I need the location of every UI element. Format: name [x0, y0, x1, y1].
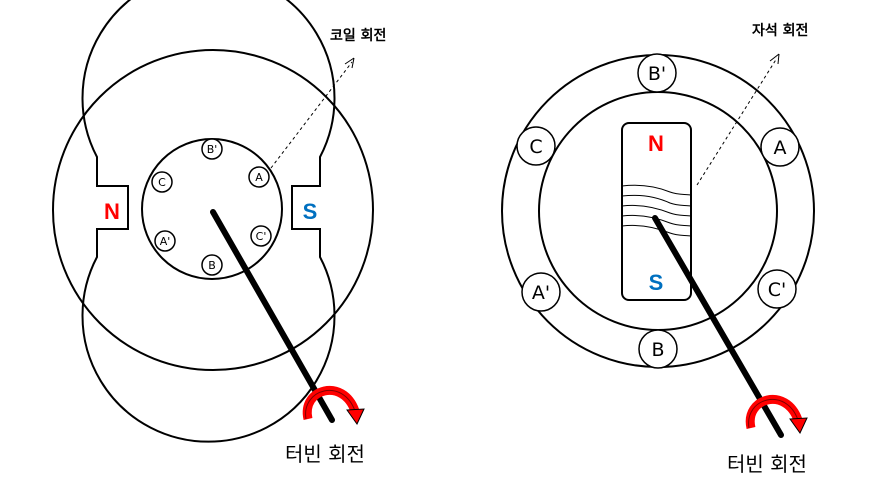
- coil-label: A': [532, 282, 550, 304]
- rotation-arrow-icon: [745, 395, 808, 434]
- turbine-shaft: [210, 209, 335, 423]
- coil-marker: [154, 230, 176, 252]
- coil-b-prime: B': [637, 53, 677, 93]
- coil-marker: [638, 329, 678, 369]
- coil-a-prime: A': [521, 272, 561, 312]
- turbine-rotation-label: 터빈 회전: [285, 442, 365, 466]
- coil-marker: [516, 126, 556, 166]
- coil-marker: [201, 254, 223, 276]
- right-generator: B' A C' B A' C N: [501, 22, 815, 476]
- coil-label: B: [651, 339, 664, 361]
- coil-a: A: [760, 127, 800, 167]
- arrowhead-icon: [344, 57, 355, 69]
- rotation-direction-dashed-line: [696, 57, 778, 186]
- coil-a-prime: A': [154, 230, 176, 252]
- coil-marker: [201, 138, 223, 160]
- south-pole-label: S: [303, 199, 318, 224]
- coil-label: A: [255, 171, 263, 184]
- north-pole-label: N: [104, 199, 120, 224]
- rotation-direction-dashed-line: [270, 61, 353, 169]
- magnet-field-lines: [621, 184, 692, 237]
- coil-marker: [757, 269, 797, 309]
- coil-rotation-label: 코일 회전: [330, 27, 386, 44]
- coil-c: C: [151, 171, 173, 193]
- coil-marker: [151, 171, 173, 193]
- coil-label: B': [207, 143, 218, 156]
- coil-c-prime: C': [757, 269, 797, 309]
- coil-label: B': [648, 63, 666, 85]
- outer-housing-ring: [52, 49, 374, 371]
- coil-marker: [760, 127, 800, 167]
- coil-marker: [248, 166, 270, 188]
- coil-b: B: [201, 254, 223, 276]
- south-pole-label: S: [649, 270, 664, 295]
- coil-label: C': [256, 230, 267, 243]
- turbine-rotation-label: 터빈 회전: [727, 452, 807, 476]
- coil-label: C': [768, 279, 787, 301]
- north-pole-label: N: [648, 131, 664, 156]
- stator-body: [81, 0, 336, 443]
- coil-marker: [637, 53, 677, 93]
- arrowhead-icon: [769, 53, 780, 65]
- coil-label: B: [208, 259, 216, 272]
- coil-label: C: [158, 176, 166, 189]
- coil-marker: [250, 225, 272, 247]
- coil-marker: [521, 272, 561, 312]
- coil-c-prime: C': [250, 225, 272, 247]
- coil-c: C: [516, 126, 556, 166]
- left-generator: N S B' A C' B A' C 코: [52, 0, 386, 466]
- coil-a: A: [248, 166, 270, 188]
- coil-label: A: [774, 137, 787, 159]
- coil-label: C: [529, 136, 542, 158]
- coil-label: A': [160, 235, 171, 248]
- rotation-arrow-icon: [302, 386, 365, 425]
- magnet-rotation-label: 자석 회전: [752, 22, 808, 39]
- coil-b: B: [638, 329, 678, 369]
- coil-b-prime: B': [201, 138, 223, 160]
